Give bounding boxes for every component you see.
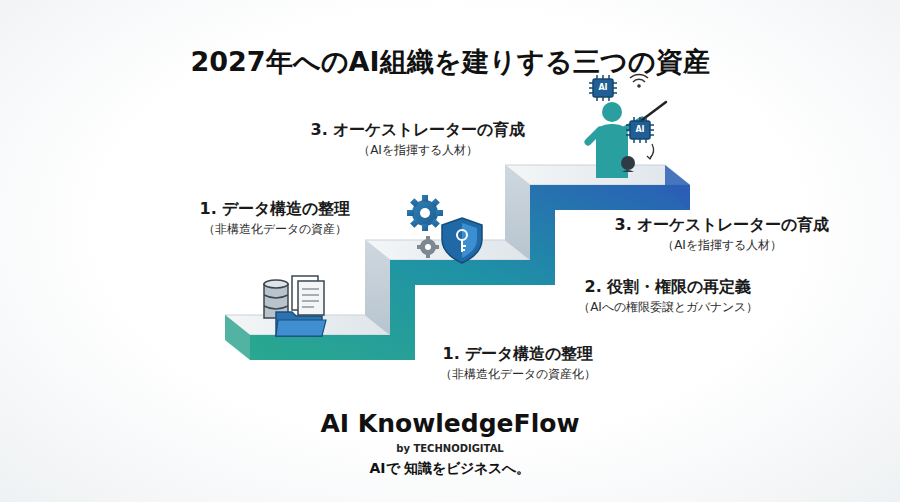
step-end (225, 315, 250, 360)
step-subtitle: （AIへの権限委譲とガバナンス） (578, 301, 758, 315)
chip-label: AI (635, 125, 644, 134)
step-subtitle: （非構造化データの資産） (203, 223, 347, 237)
step-end (665, 165, 690, 210)
brand-byline: by TECHNODIGITAL (396, 443, 504, 455)
step-heading: 1. データ構造の整理 (200, 200, 351, 218)
step-heading: 3. オーケストレーターの育成 (311, 121, 526, 139)
data-icon (264, 276, 326, 336)
governance-icon (407, 195, 482, 263)
brand-name: AI KnowledgeFlow (321, 410, 580, 439)
step-riser (365, 240, 390, 335)
step-subtitle: （非構造化データの資産化） (440, 368, 596, 382)
step-heading: 2. 役割・権限の再定義 (585, 278, 752, 296)
step-subtitle: （AIを指揮する人材） (358, 144, 478, 158)
chip-label: AI (598, 83, 607, 92)
step-subtitle: （AIを指揮する人材） (662, 239, 782, 253)
orchestrator-icon (588, 74, 666, 178)
step-heading: 3. オーケストレーターの育成 (615, 216, 830, 234)
brand-tagline: AIで 知識をビジネスへ。 (370, 460, 531, 476)
diagram-title: 2027年へのAI組織を建りする三つの資産 (190, 46, 709, 77)
step-riser (505, 165, 530, 260)
step-heading: 1. データ構造の整理 (443, 345, 594, 363)
